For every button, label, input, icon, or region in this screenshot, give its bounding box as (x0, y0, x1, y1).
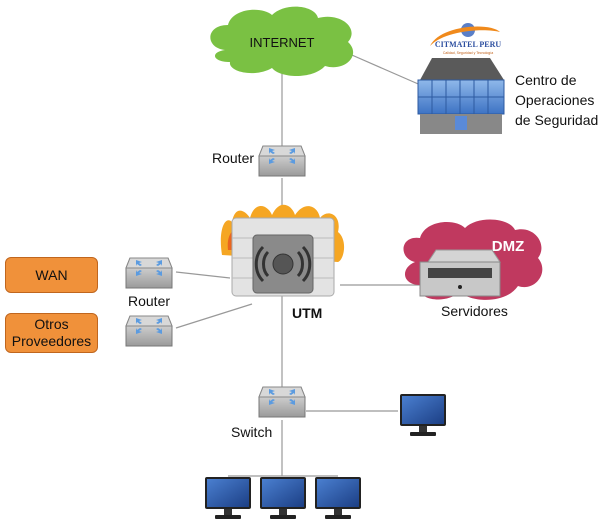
otros-label-line2: Proveedores (11, 333, 92, 349)
soc-label-line: Centro de (515, 72, 577, 88)
wan-label: WAN (35, 266, 68, 283)
utm-firewall-icon (220, 204, 345, 297)
left-router-label: Router (128, 293, 171, 309)
left-router-icon (125, 257, 173, 289)
left-router-2-icon (125, 315, 173, 347)
wan-box: WAN (5, 257, 98, 293)
internet-cloud (210, 6, 354, 76)
internet-label: INTERNET (250, 35, 315, 50)
otros-label-line1: Otros (34, 316, 69, 332)
server-icon (419, 249, 501, 297)
utm-label: UTM (292, 305, 323, 321)
monitor-icon (205, 477, 251, 519)
monitor-icon (400, 394, 446, 436)
soc-label: Centro de Operaciones de Seguridad (515, 70, 598, 130)
switch-label: Switch (231, 424, 273, 440)
switch-icon (258, 386, 306, 418)
top-router-icon (258, 145, 306, 177)
soc-building-icon: CITMATEL PERU Calidad, Seguridad y Tecno… (417, 23, 505, 134)
monitor-icon (260, 477, 306, 519)
soc-label-line: Operaciones (515, 92, 595, 108)
monitor-icon (315, 477, 361, 519)
soc-logo-text: CITMATEL PERU (435, 40, 502, 49)
dmz-label: DMZ (492, 238, 525, 255)
servers-label: Servidores (441, 303, 508, 319)
connection-lines (175, 51, 433, 477)
top-router-label: Router (212, 150, 255, 166)
soc-label-line: de Seguridad (515, 112, 599, 128)
otros-proveedores-box: Otros Proveedores (5, 313, 98, 353)
soc-logo-subtext: Calidad, Seguridad y Tecnología (443, 51, 493, 55)
